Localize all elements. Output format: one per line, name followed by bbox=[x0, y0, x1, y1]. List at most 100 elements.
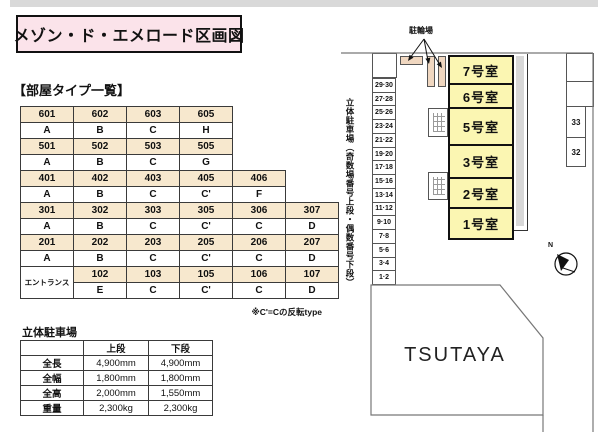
room-type-note: ※C'=Cの反転type bbox=[251, 307, 322, 317]
room-table-cell: C bbox=[126, 186, 180, 203]
room-table-cell: B bbox=[73, 218, 127, 235]
room-table-cell: 102 bbox=[73, 266, 127, 283]
room-table-cell: 406 bbox=[232, 170, 286, 187]
room-table-cell: 501 bbox=[20, 138, 74, 155]
room-table-cell: H bbox=[179, 122, 233, 139]
spec-lower-value: 2,300kg bbox=[148, 400, 213, 416]
room-table-cell: C bbox=[126, 122, 180, 139]
room-table-cell: C' bbox=[179, 250, 233, 267]
parking-stall: 15·16 bbox=[373, 175, 395, 189]
bicycle-parking-label: 駐輪場 bbox=[409, 26, 433, 35]
room-table-cell: C bbox=[232, 250, 286, 267]
spec-row-label: 全長 bbox=[20, 355, 84, 371]
room-table-cell: A bbox=[20, 186, 74, 203]
spec-lower-value: 1,800mm bbox=[148, 370, 213, 386]
room-table-cell: B bbox=[73, 154, 127, 171]
room-table-cell: 205 bbox=[179, 234, 233, 251]
room-table-cell: 405 bbox=[179, 170, 233, 187]
room-table-cell: A bbox=[20, 250, 74, 267]
entrance-cell: エントランス bbox=[20, 266, 74, 299]
stairwell bbox=[428, 172, 448, 200]
store-label: TSUTAYA bbox=[404, 344, 506, 366]
room-table-cell: 301 bbox=[20, 202, 74, 219]
room-table-cell: 107 bbox=[285, 266, 339, 283]
stairs-icon bbox=[433, 113, 445, 132]
spec-header-row: 上段下段 bbox=[20, 340, 213, 356]
parking-spec-heading: 立体駐車場 bbox=[22, 327, 77, 339]
room-table-cell: 302 bbox=[73, 202, 127, 219]
spec-row-label: 重量 bbox=[20, 400, 84, 416]
stairs-icon bbox=[433, 177, 445, 195]
room-table-cell: C' bbox=[179, 186, 233, 203]
bicycle-rack bbox=[427, 56, 435, 87]
spec-lower-value: 1,550mm bbox=[148, 385, 213, 401]
room-table-cell: 201 bbox=[20, 234, 74, 251]
parking-stall: 19·20 bbox=[373, 148, 395, 162]
parking-stall: 17·18 bbox=[373, 161, 395, 176]
stairwell bbox=[428, 108, 448, 137]
stall-32-label: 32 bbox=[571, 147, 581, 157]
room-table-cell: 307 bbox=[285, 202, 339, 219]
parking-stall-33: 33 bbox=[566, 106, 586, 138]
room-table-cell: C bbox=[126, 282, 180, 299]
room-box: 6号室 bbox=[448, 83, 514, 109]
room-table-cell: C' bbox=[179, 282, 233, 299]
room-box: 5号室 bbox=[448, 107, 514, 146]
room-table-cell: 503 bbox=[126, 138, 180, 155]
room-table-cell: 106 bbox=[232, 266, 286, 283]
room-table-cell: A bbox=[20, 218, 74, 235]
room-table-cell: D bbox=[285, 218, 339, 235]
room-table-cell: C' bbox=[179, 218, 233, 235]
spec-column-header: 上段 bbox=[83, 340, 149, 356]
parking-stall: 9·10 bbox=[373, 216, 395, 231]
spec-column-header: 下段 bbox=[148, 340, 213, 356]
room-table-cell: 203 bbox=[126, 234, 180, 251]
room-table-cell: 601 bbox=[20, 106, 74, 123]
spec-lower-value: 4,900mm bbox=[148, 355, 213, 371]
room-table-cell: 105 bbox=[179, 266, 233, 283]
page-title-box: メゾン・ド・エメロード区画図 bbox=[13, 15, 245, 53]
bicycle-rack bbox=[400, 56, 423, 65]
parking-stall: 5·6 bbox=[373, 244, 395, 258]
room-table-cell: C bbox=[232, 218, 286, 235]
room-box: 7号室 bbox=[448, 55, 514, 85]
corridor-strip bbox=[516, 56, 524, 226]
parking-stall: 27·28 bbox=[373, 93, 395, 107]
parking-stall: 1·2 bbox=[378, 274, 390, 282]
parking-column-top-cell bbox=[372, 53, 397, 78]
photo-edge-strip bbox=[10, 0, 598, 7]
room-table-cell: 202 bbox=[73, 234, 127, 251]
spec-row-label: 全高 bbox=[20, 385, 84, 401]
parking-stall: 29·30 bbox=[373, 79, 395, 93]
right-cell-lower bbox=[566, 81, 594, 107]
spec-upper-value: 1,800mm bbox=[83, 370, 149, 386]
room-table-cell: 502 bbox=[73, 138, 127, 155]
room-table-cell: 605 bbox=[179, 106, 233, 123]
room-table-cell: A bbox=[20, 154, 74, 171]
spec-row-label: 全幅 bbox=[20, 370, 84, 386]
room-table-cell: 306 bbox=[232, 202, 286, 219]
parking-stall: 11·12 bbox=[373, 203, 395, 217]
room-box: 3号室 bbox=[448, 144, 514, 179]
room-table-cell: G bbox=[179, 154, 233, 171]
room-box: 1号室 bbox=[448, 207, 514, 240]
room-box: 2号室 bbox=[448, 177, 514, 209]
room-table-cell: A bbox=[20, 122, 74, 139]
page-title: メゾン・ド・エメロード区画図 bbox=[13, 28, 245, 45]
room-table-cell: 303 bbox=[126, 202, 180, 219]
parking-stall: 25·26 bbox=[373, 106, 395, 121]
room-type-heading: 【部屋タイプ一覧】 bbox=[13, 83, 131, 98]
parking-stall-32: 32 bbox=[566, 137, 586, 167]
parking-stall: 21·22 bbox=[373, 134, 395, 148]
room-table-cell: D bbox=[285, 282, 339, 299]
spec-upper-value: 2,300kg bbox=[83, 400, 149, 416]
room-table-cell: 603 bbox=[126, 106, 180, 123]
